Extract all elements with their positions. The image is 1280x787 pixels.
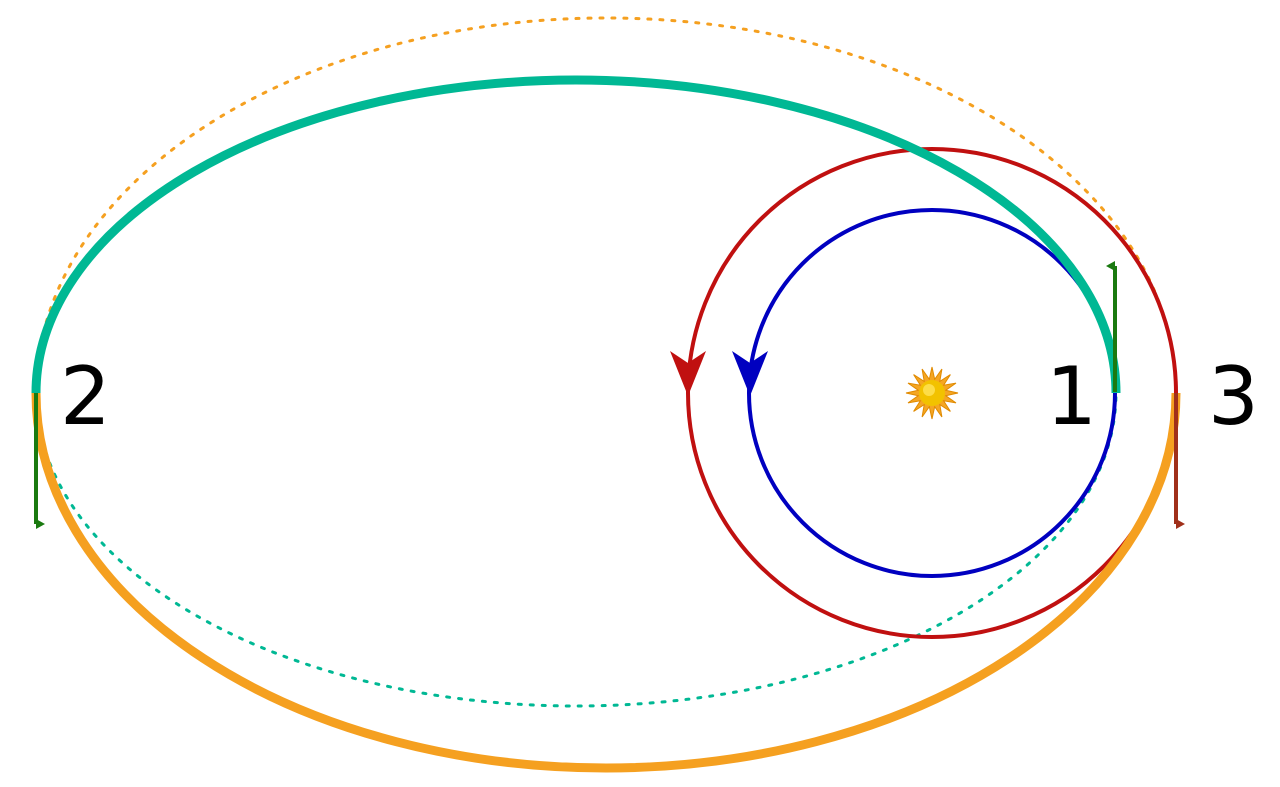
- point-3-label: 3: [1208, 350, 1259, 443]
- transfer-orbit-upper-arc: [31, 75, 1121, 394]
- point-1-label: 1: [1046, 350, 1097, 443]
- point-2-label: 2: [60, 350, 111, 443]
- outer-orbit-direction-arrowhead-icon: [670, 351, 706, 396]
- transfer-orbit-lower-arc: [31, 392, 1181, 773]
- inner-transfer-dotted-arc: [34, 391, 1118, 708]
- sun-icon: [905, 366, 959, 420]
- inner-orbit-direction-arrowhead-icon: [732, 351, 768, 396]
